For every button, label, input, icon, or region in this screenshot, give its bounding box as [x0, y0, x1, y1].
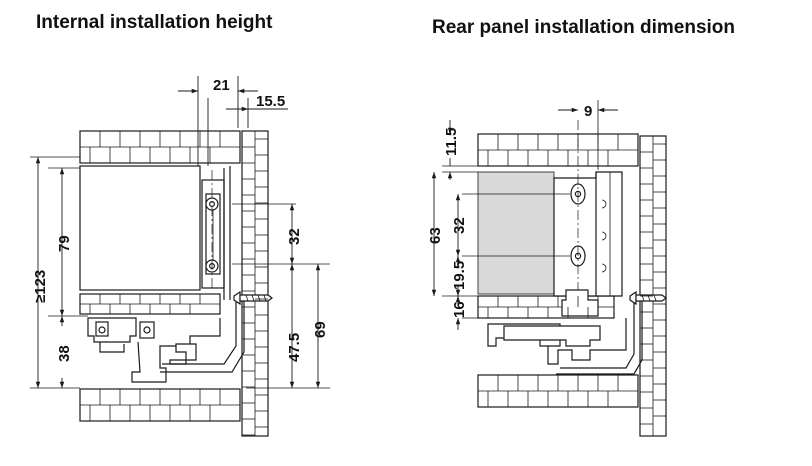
left-screw: [233, 290, 273, 306]
left-drawer-front: [79, 165, 201, 291]
left-label-38: 38: [56, 345, 73, 362]
left-label-32: 32: [286, 228, 303, 245]
right-screw: [629, 290, 667, 306]
left-runner: [87, 296, 245, 383]
right-label-19-5: 19.5: [451, 261, 468, 290]
right-diagram: 9 11.5 63 32 19.5 16: [427, 100, 667, 437]
left-dim-21: [178, 76, 258, 166]
right-label-9: 9: [584, 103, 592, 120]
left-diagram: 21 15.5 ≥123 79 38 32 47.5 69: [30, 76, 330, 437]
right-vertical-dims: [431, 120, 461, 330]
left-label-69: 69: [312, 321, 329, 338]
right-rear-panel: [477, 171, 555, 295]
left-diagram-title: Internal installation height: [36, 12, 273, 33]
left-vertical-dims: [35, 157, 321, 388]
right-runner: [487, 289, 643, 375]
left-label-79: 79: [56, 235, 73, 252]
left-label-15-5: 15.5: [256, 93, 285, 110]
left-dim-15-5: [207, 98, 288, 166]
right-label-16: 16: [451, 301, 468, 318]
left-side-wall: [241, 130, 269, 437]
left-label-123: ≥123: [32, 270, 49, 303]
right-label-32: 32: [451, 217, 468, 234]
brick-patterns: [89, 131, 666, 436]
left-rear-bracket: [201, 166, 231, 300]
right-side-wall: [639, 135, 667, 437]
right-bracket: [553, 171, 623, 297]
right-diagram-title: Rear panel installation dimension: [432, 17, 736, 38]
left-label-21: 21: [213, 77, 230, 94]
right-label-11-5: 11.5: [443, 128, 460, 156]
left-label-47-5: 47.5: [286, 333, 303, 362]
right-label-63: 63: [427, 227, 444, 244]
